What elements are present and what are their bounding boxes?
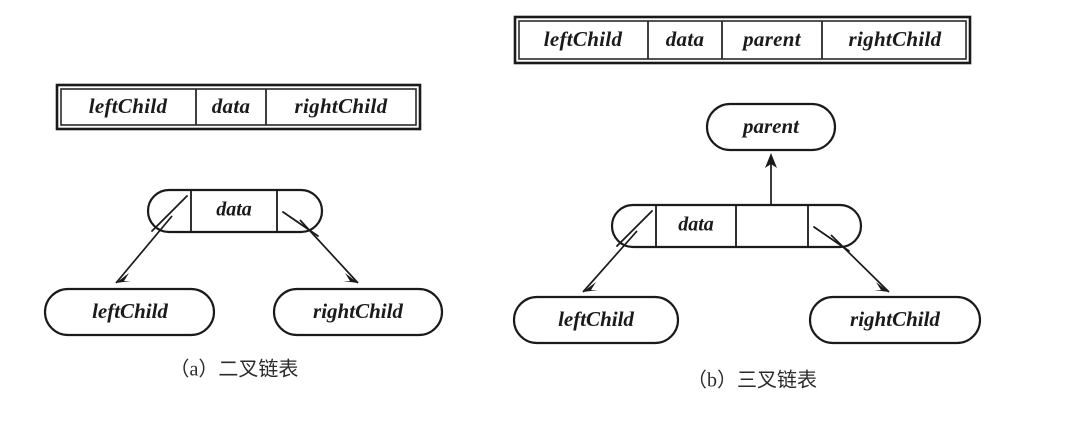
struct-table-inner-border — [60, 88, 417, 126]
binary-tree-node: data — [146, 188, 324, 237]
left-child-node: leftChild — [43, 287, 216, 337]
right-child-pill — [272, 287, 444, 337]
struct-cell-rightchild: rightChild — [295, 94, 388, 118]
struct-cell-data: data — [212, 94, 251, 118]
struct-table-inner-border-b — [518, 20, 967, 60]
left-pointer-slash — [151, 195, 188, 232]
left-child-label: leftChild — [92, 299, 168, 323]
left-child-arrowhead-b — [583, 282, 598, 292]
parent-arrowhead — [765, 153, 777, 168]
panel-b: leftChild data parent rightChild parent … — [512, 15, 982, 392]
left-child-pill-b — [512, 295, 680, 345]
node-b-data-label: data — [678, 214, 714, 236]
right-child-link — [299, 219, 359, 284]
struct-cell-b-rightchild: rightChild — [849, 27, 942, 51]
right-child-arrowhead-b — [874, 282, 889, 292]
struct-cell-b-parent: parent — [741, 27, 802, 51]
left-child-link — [115, 215, 173, 284]
left-child-pill — [43, 287, 216, 337]
panel-a-caption: （a）二叉链表 — [170, 358, 299, 381]
parent-node: parent — [705, 102, 837, 152]
struct-cell-leftchild: leftChild — [89, 94, 168, 118]
left-child-node-b: leftChild — [512, 295, 680, 345]
right-child-arrowhead — [343, 273, 358, 283]
struct-cell-b-data: data — [666, 27, 705, 51]
trinary-tree-node: data — [610, 203, 863, 252]
right-child-arrow-line-b — [830, 234, 890, 293]
left-child-label-b: leftChild — [558, 307, 634, 331]
left-child-link-b — [582, 230, 638, 293]
binary-linked-list-node-layout: leftChild data rightChild — [55, 83, 422, 131]
right-child-pill-b — [808, 295, 982, 345]
struct-cell-b-leftchild: leftChild — [544, 27, 623, 51]
right-child-node-b: rightChild — [808, 295, 982, 345]
parent-label: parent — [741, 114, 800, 138]
right-child-node: rightChild — [272, 287, 444, 337]
parent-pill — [705, 102, 837, 152]
right-child-link-b — [830, 234, 890, 293]
struct-table-outer-border-b — [513, 15, 972, 65]
struct-table-outer-border — [55, 83, 422, 131]
panel-b-caption: （b）三叉链表 — [687, 369, 817, 392]
left-pointer-slash-b — [616, 210, 653, 247]
trinary-linked-list-node-layout: leftChild data parent rightChild — [513, 15, 972, 65]
node-data-label: data — [216, 199, 252, 221]
panel-a: leftChild data rightChild data — [43, 83, 444, 381]
left-child-arrowhead — [116, 273, 131, 283]
right-child-label-b: rightChild — [850, 307, 940, 331]
left-child-arrow-line — [115, 215, 173, 284]
right-child-arrow-line — [299, 219, 359, 284]
left-child-arrow-line-b — [582, 230, 638, 293]
right-child-label: rightChild — [313, 299, 403, 323]
